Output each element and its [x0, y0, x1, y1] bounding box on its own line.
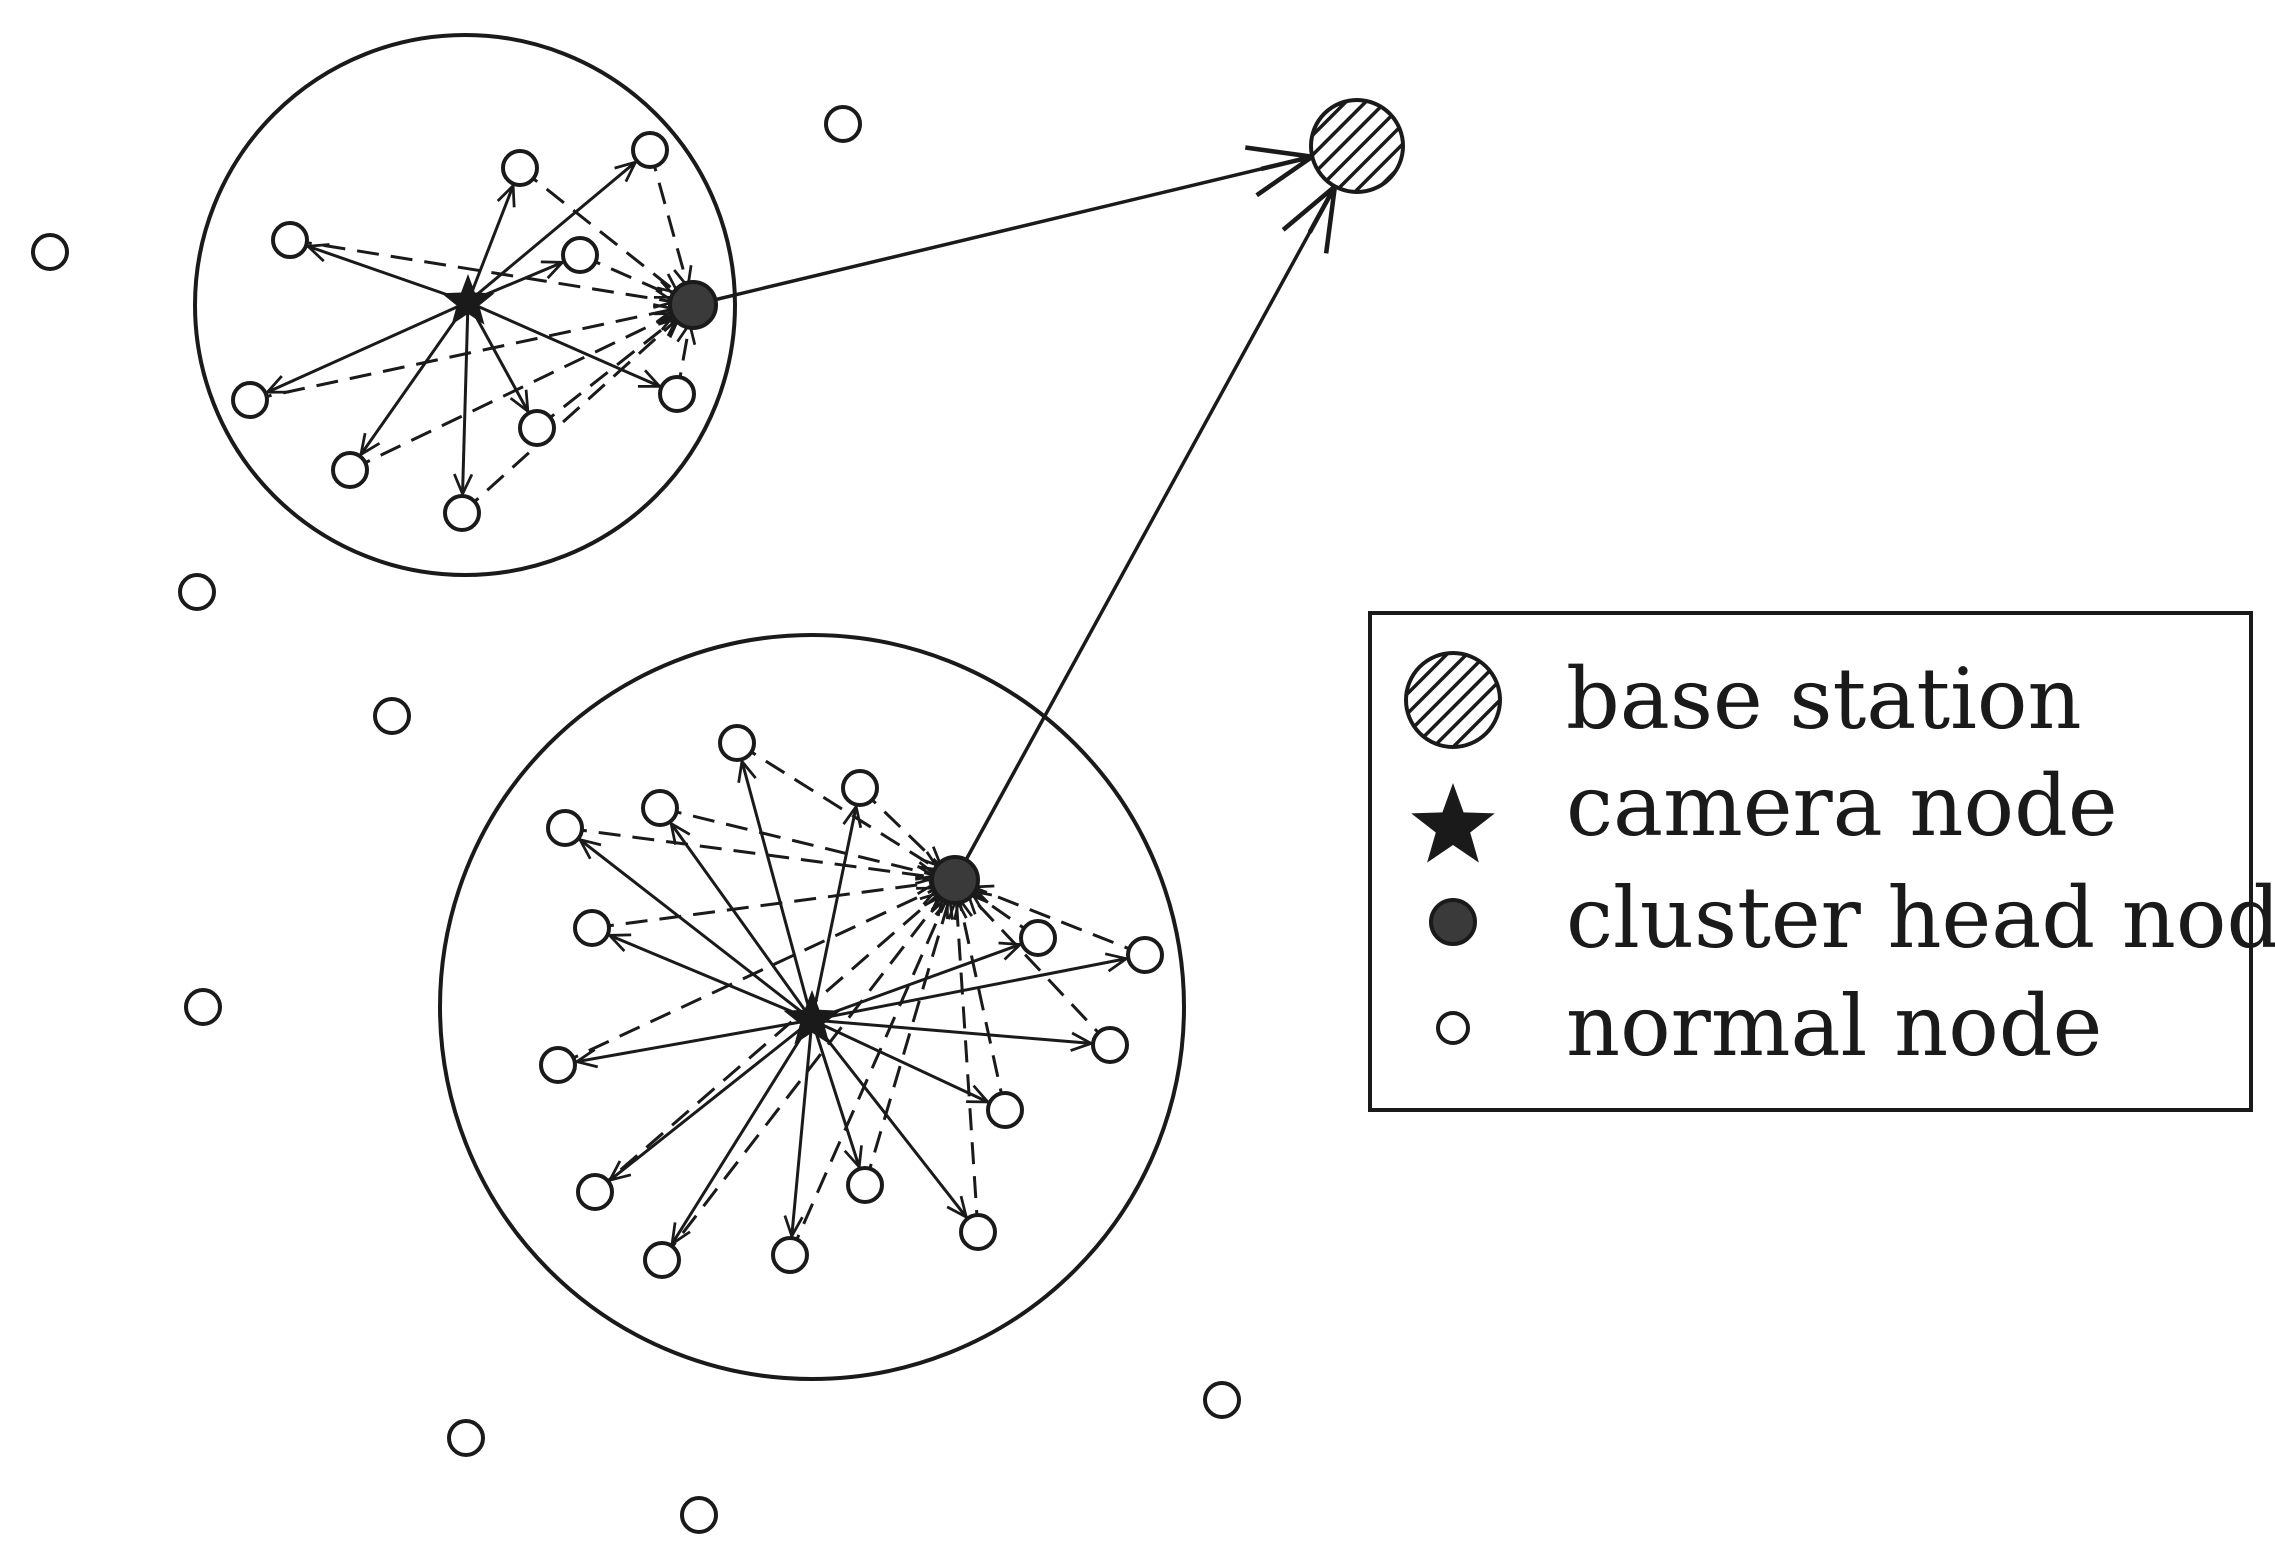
- camera-to-node-edge: [467, 162, 635, 304]
- normal-node: [658, 375, 696, 413]
- nodes-layer: [31, 98, 1405, 1534]
- legend-label-normal-node: normal node: [1566, 977, 2102, 1075]
- normal-node: [546, 809, 584, 847]
- normal-node: [178, 573, 216, 611]
- node-to-cluster-head-edge: [289, 238, 674, 302]
- normal-node: [271, 221, 309, 259]
- camera-to-node-edge: [361, 301, 470, 454]
- cluster-head-node: [930, 855, 980, 905]
- camera-to-node-edge: [580, 840, 813, 1022]
- node-to-cluster-head-edge: [968, 894, 1112, 1047]
- node-to-cluster-head-edge: [788, 897, 947, 1256]
- node-to-cluster-head-edge: [956, 899, 980, 1233]
- normal-node: [1126, 936, 1164, 974]
- camera-to-node-edge: [463, 301, 468, 494]
- normal-node: [1091, 1026, 1129, 1064]
- normal-node: [31, 233, 69, 271]
- node-to-cluster-head-edge: [863, 898, 950, 1186]
- star-icon: [1411, 783, 1495, 863]
- node-to-cluster-head-edge: [659, 806, 937, 875]
- camera-to-node-edge: [810, 1019, 966, 1217]
- node-to-cluster-head-edge: [959, 899, 1007, 1111]
- camera-to-node-edge: [672, 1019, 814, 1244]
- node-to-cluster-head-edge: [557, 888, 938, 1067]
- node-to-cluster-head-edge: [519, 166, 678, 293]
- normal-node: [539, 1046, 577, 1084]
- legend: base station camera node cluster head no…: [1368, 611, 2275, 1112]
- camera-to-node-edge: [267, 300, 469, 392]
- normal-node: [841, 769, 879, 807]
- legend-box: [1368, 611, 2253, 1112]
- normal-node: [824, 105, 862, 143]
- node-to-cluster-head-edge: [591, 882, 936, 930]
- normal-node: [718, 724, 756, 762]
- normal-node: [631, 131, 669, 169]
- camera-to-node-edge: [792, 1019, 814, 1236]
- node-to-cluster-head-edge: [564, 826, 936, 877]
- legend-label-camera-node: camera node: [1566, 757, 2118, 855]
- normal-node: [561, 236, 599, 274]
- normal-node: [959, 1213, 997, 1251]
- camera-to-node-edge: [577, 1018, 813, 1062]
- normal-node: [576, 1173, 614, 1211]
- normal-node: [1203, 1381, 1241, 1419]
- normal-node: [1019, 919, 1057, 957]
- normal-node: [771, 1236, 809, 1274]
- normal-node: [373, 697, 411, 735]
- node-to-cluster-head-edge: [973, 887, 1146, 957]
- normal-node: [573, 909, 611, 947]
- camera-to-node-edge: [811, 959, 1126, 1022]
- cluster-head-node: [668, 280, 718, 330]
- normal-node: [641, 789, 679, 827]
- camera-to-node-edge: [610, 935, 813, 1022]
- node-to-cluster-head-edge: [594, 892, 941, 1194]
- camera-node: [783, 990, 841, 1045]
- edges-layer: [249, 149, 1335, 1261]
- camera-to-node-edge: [810, 1019, 859, 1167]
- normal-node: [231, 381, 269, 419]
- legend-label-base-station: base station: [1566, 650, 2082, 748]
- cluster-head-to-base-station-edge: [692, 157, 1312, 307]
- camera-to-node-edge: [811, 944, 1020, 1022]
- normal-node: [986, 1091, 1024, 1129]
- normal-node: [846, 1166, 884, 1204]
- camera-to-node-edge: [811, 1018, 988, 1102]
- normal-node: [680, 1496, 718, 1534]
- camera-to-node-edge: [810, 807, 856, 1021]
- camera-to-node-edge: [811, 1018, 1091, 1043]
- normal-node: [643, 1241, 681, 1279]
- normal-node: [501, 149, 539, 187]
- cluster-1-boundary: [193, 33, 737, 577]
- cluster-2-boundary: [438, 633, 1186, 1381]
- node-to-cluster-head-edge: [536, 317, 678, 430]
- node-to-cluster-head-edge: [660, 895, 943, 1261]
- camera-node: [441, 274, 495, 325]
- normal-node: [443, 494, 481, 532]
- node-to-cluster-head-edge: [460, 318, 679, 515]
- hatched-circle-icon: [1404, 651, 1502, 749]
- camera-to-node-edge: [466, 186, 513, 303]
- camera-to-node-edge: [467, 300, 660, 386]
- base-station: [1309, 98, 1405, 194]
- camera-to-node-edge: [308, 246, 469, 304]
- node-to-cluster-head-edge: [249, 309, 674, 402]
- normal-node: [331, 451, 369, 489]
- legend-label-cluster-head-node: cluster head node: [1566, 869, 2275, 967]
- camera-to-node-edge: [671, 823, 814, 1021]
- node-to-cluster-head-edge: [736, 741, 939, 870]
- normal-node: [447, 1419, 485, 1457]
- camera-to-node-edge: [610, 1018, 813, 1180]
- node-to-cluster-head-edge: [349, 313, 676, 472]
- normal-node: [518, 409, 556, 447]
- open-circle-icon: [1436, 1011, 1470, 1045]
- cluster-head-to-base-station-edge: [953, 186, 1335, 881]
- normal-node: [184, 988, 222, 1026]
- node-to-cluster-head-edge: [648, 149, 688, 287]
- camera-to-node-edge: [742, 761, 814, 1021]
- filled-circle-icon: [1429, 898, 1477, 946]
